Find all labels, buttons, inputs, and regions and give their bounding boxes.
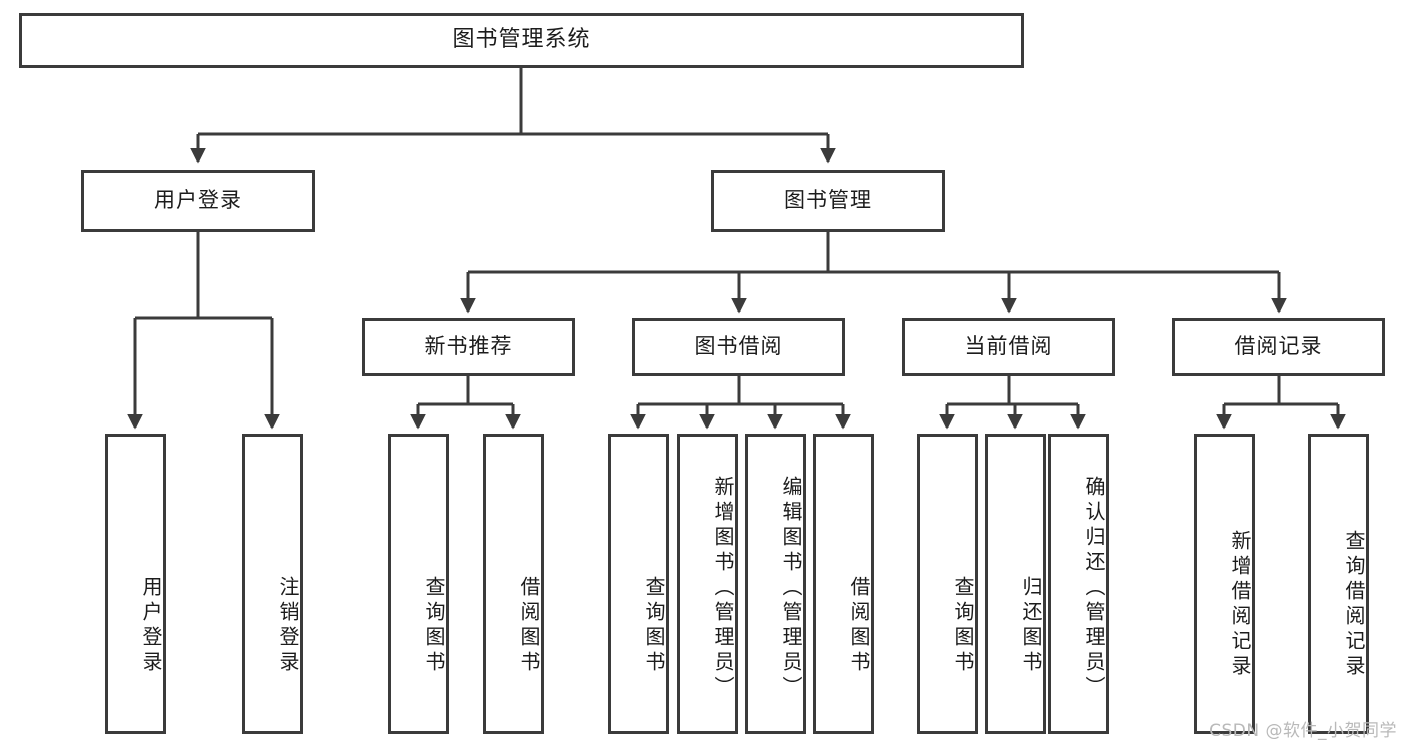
node-current-borrow[interactable]: 当前借阅 [902, 318, 1115, 376]
node-book-management[interactable]: 图书管理 [711, 170, 945, 232]
leaf-confirm-return-admin[interactable]: 确认归还（管理员） [1048, 434, 1109, 734]
leaf-borrow-book-borrow[interactable]: 借阅图书 [813, 434, 874, 734]
leaf-add-book-admin[interactable]: 新增图书（管理员） [677, 434, 738, 734]
leaf-user-login[interactable]: 用户登录 [105, 434, 166, 734]
node-user-login[interactable]: 用户登录 [81, 170, 315, 232]
leaf-query-book-current[interactable]: 查询图书 [917, 434, 978, 734]
leaf-edit-book-admin[interactable]: 编辑图书（管理员） [745, 434, 806, 734]
node-book-borrow[interactable]: 图书借阅 [632, 318, 845, 376]
leaf-query-borrow-record[interactable]: 查询借阅记录 [1308, 434, 1369, 734]
node-root-book-management-system[interactable]: 图书管理系统 [19, 13, 1024, 68]
leaf-return-book[interactable]: 归还图书 [985, 434, 1046, 734]
node-borrow-record[interactable]: 借阅记录 [1172, 318, 1385, 376]
leaf-logout-login[interactable]: 注销登录 [242, 434, 303, 734]
leaf-query-book-borrow[interactable]: 查询图书 [608, 434, 669, 734]
watermark-text: CSDN @软件_小贺同学 [1209, 721, 1397, 741]
leaf-add-borrow-record[interactable]: 新增借阅记录 [1194, 434, 1255, 734]
leaf-borrow-book-recommend[interactable]: 借阅图书 [483, 434, 544, 734]
leaf-query-book-recommend[interactable]: 查询图书 [388, 434, 449, 734]
node-new-book-recommend[interactable]: 新书推荐 [362, 318, 575, 376]
